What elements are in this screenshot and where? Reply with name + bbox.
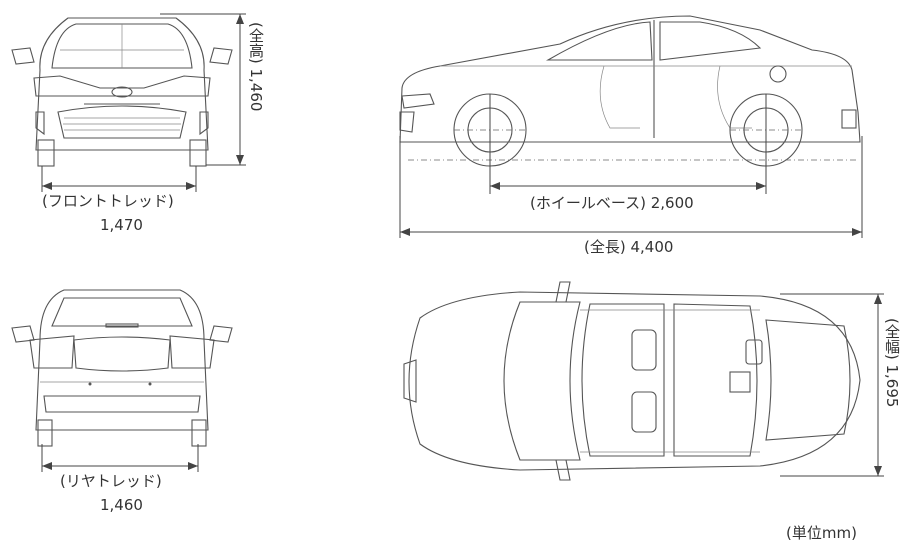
width-dimension [780,293,884,477]
front-height-dimension [160,13,246,166]
length-dimension [399,136,863,238]
width-label: (全幅) 1,695 [883,318,901,408]
length-label: (全長) 4,400 [584,238,674,256]
rear-tread-dimension [41,444,199,472]
rear-view [11,289,233,447]
front-tread-value: 1,470 [100,216,143,234]
unit-note: (単位mm) [786,524,857,542]
wheelbase-label: (ホイールベース) 2,600 [530,194,694,212]
wheelbase-dimension [489,94,767,194]
height-label: (全高) 1,460 [247,22,265,112]
front-tread-dimension [41,166,197,192]
top-view [403,281,861,481]
front-view [11,17,233,167]
rear-tread-value: 1,460 [100,496,143,514]
front-tread-label: (フロントトレッド) [42,192,174,210]
rear-tread-label: (リヤトレッド) [60,472,162,490]
side-view [399,15,861,167]
